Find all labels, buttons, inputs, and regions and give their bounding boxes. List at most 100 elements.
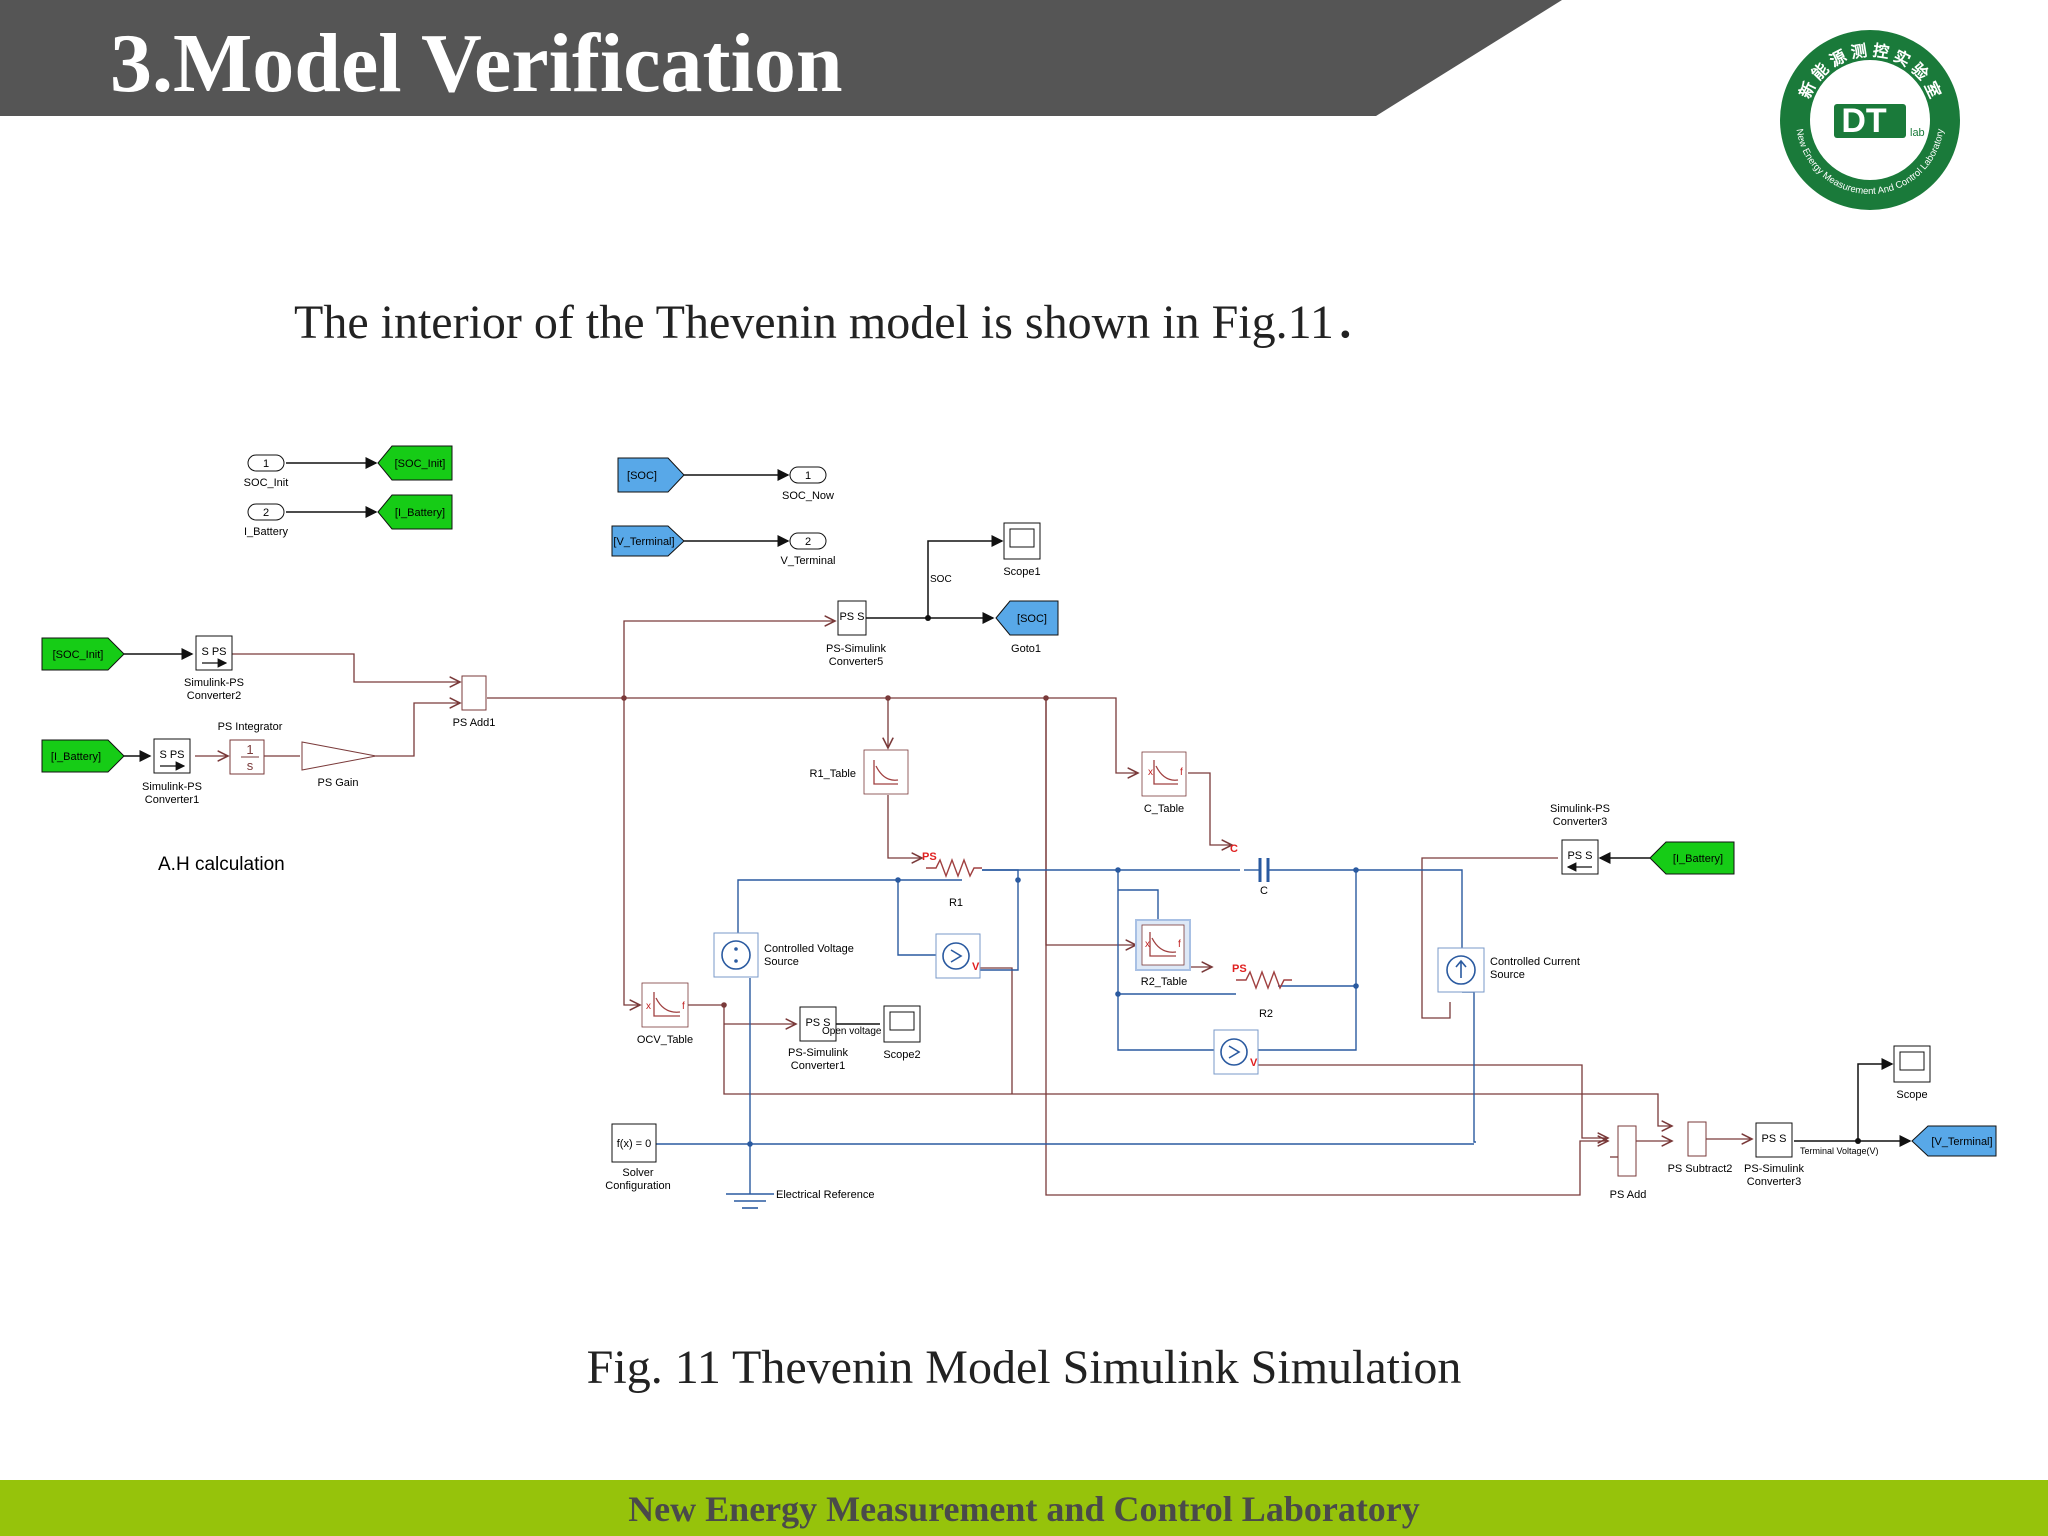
ps-add1: PS Add1 [453, 675, 495, 729]
svg-text:PS Subtract2: PS Subtract2 [1668, 1163, 1733, 1175]
svg-text:PS S: PS S [839, 611, 864, 623]
svg-text:f: f [682, 1001, 685, 1012]
svg-text:C: C [1230, 843, 1238, 855]
lab-logo: 新 能 源 测 控 实 验 室 New Energy Measurement A… [1780, 30, 1960, 210]
from-i-battery-2: [I_Battery] [1649, 841, 1735, 875]
svg-text:C: C [1260, 885, 1268, 897]
svg-text:1: 1 [805, 470, 811, 482]
svg-text:[V_Terminal]: [V_Terminal] [613, 536, 674, 548]
svg-text:PS S: PS S [805, 1017, 830, 1029]
inport-soc-init: 1 SOC_Init [244, 454, 289, 489]
logo-sub: lab [1910, 127, 1925, 139]
slide-title: 3.Model Verification [110, 17, 843, 110]
ps-integrator: 1 s PS Integrator [218, 721, 283, 775]
footer-text: New Energy Measurement and Control Labor… [628, 1489, 1420, 1529]
r2-table: x f R2_Table [1135, 919, 1191, 988]
logo-mark: DT [1841, 102, 1887, 140]
intro-text: The interior of the Thevenin model is sh… [294, 296, 1382, 349]
outport-v-terminal: 2 V_Terminal [780, 532, 836, 567]
svg-text:[SOC_Init]: [SOC_Init] [53, 649, 104, 661]
svg-text:f: f [1178, 939, 1181, 950]
svg-text:Goto1: Goto1 [1011, 643, 1041, 655]
svg-text:PS Add: PS Add [1610, 1189, 1647, 1201]
svg-text:x: x [1145, 939, 1150, 950]
capacitor-c: C C [1230, 843, 1290, 897]
svg-text:R2: R2 [1259, 1008, 1273, 1020]
svg-text:2: 2 [263, 507, 269, 519]
from-soc-init: [SOC_Init] [41, 637, 125, 671]
from-soc: [SOC] [617, 457, 685, 493]
goto-i-battery: [I_Battery] [377, 494, 453, 530]
ocv-table: x f OCV_Table [637, 982, 693, 1046]
svg-text:V: V [1250, 1057, 1258, 1069]
svg-text:V: V [972, 961, 980, 973]
outport-soc-now: 1 SOC_Now [782, 466, 834, 502]
footer-band: New Energy Measurement and Control Labor… [0, 1480, 2048, 1536]
svg-text:[SOC_Init]: [SOC_Init] [395, 458, 446, 470]
electrical-reference: Electrical Reference [726, 1144, 874, 1209]
c-table: x f C_Table [1141, 751, 1187, 815]
signal-label-open-voltage: Open voltage [822, 1026, 882, 1037]
ah-calculation-note: A.H calculation [158, 854, 285, 875]
svg-text:PS S: PS S [1567, 850, 1592, 862]
signal-label-terminal-voltage: Terminal Voltage(V) [1800, 1146, 1879, 1156]
svg-text:PS: PS [1232, 963, 1247, 975]
from-i-battery: [I_Battery] [41, 739, 125, 773]
svg-text:Scope1: Scope1 [1003, 566, 1040, 578]
figure-caption: Fig. 11 Thevenin Model Simulink Simulati… [586, 1341, 1462, 1394]
svg-text:PS: PS [922, 851, 937, 863]
svg-text:[SOC]: [SOC] [1017, 613, 1047, 625]
svg-text:R1_Table: R1_Table [810, 768, 856, 780]
resistor-r2: PS R2 [1232, 963, 1292, 1020]
ps-gain: PS Gain [301, 741, 377, 789]
from-v-terminal-2: [V_Terminal] [1911, 1125, 1997, 1157]
svg-text:SOC_Init: SOC_Init [244, 477, 289, 489]
svg-text:S PS: S PS [159, 749, 184, 761]
simulink-diagram: 1 SOC_Init 2 I_Battery 1 SOC_Now 2 V_Ter… [41, 445, 1997, 1209]
resistor-r1: PS R1 [922, 851, 982, 909]
goto-soc: [SOC] Goto1 [995, 600, 1059, 655]
svg-text:Scope2: Scope2 [883, 1049, 920, 1061]
svg-text:[V_Terminal]: [V_Terminal] [1931, 1136, 1992, 1148]
svg-text:R1: R1 [949, 897, 963, 909]
svg-text:Scope: Scope [1896, 1089, 1927, 1101]
svg-text:f: f [1180, 767, 1183, 778]
voltage-sensor-1: V [935, 933, 981, 979]
svg-text:s: s [247, 758, 254, 773]
svg-text:OCV_Table: OCV_Table [637, 1034, 693, 1046]
scope1: Scope1 [1003, 522, 1041, 578]
svg-text:x: x [646, 1001, 651, 1012]
signal-label-soc: SOC [930, 574, 952, 585]
svg-text:2: 2 [805, 536, 811, 548]
svg-text:PS Gain: PS Gain [318, 777, 359, 789]
svg-text:1: 1 [246, 742, 253, 757]
svg-text:PS Integrator: PS Integrator [218, 721, 283, 733]
svg-text:[I_Battery]: [I_Battery] [395, 507, 445, 519]
scope: Scope [1893, 1045, 1931, 1101]
r1-table: R1_Table [810, 749, 909, 795]
svg-text:C_Table: C_Table [1144, 803, 1184, 815]
svg-text:[SOC]: [SOC] [627, 470, 657, 482]
svg-text:1: 1 [263, 458, 269, 470]
from-v-terminal: [V_Terminal] [611, 525, 685, 557]
svg-text:R2_Table: R2_Table [1141, 976, 1187, 988]
svg-text:Electrical Reference: Electrical Reference [776, 1189, 874, 1201]
inport-i-battery: 2 I_Battery [244, 503, 289, 538]
ps-add: PS Add [1610, 1125, 1647, 1201]
svg-text:x: x [1148, 767, 1153, 778]
svg-text:[I_Battery]: [I_Battery] [1673, 853, 1723, 865]
